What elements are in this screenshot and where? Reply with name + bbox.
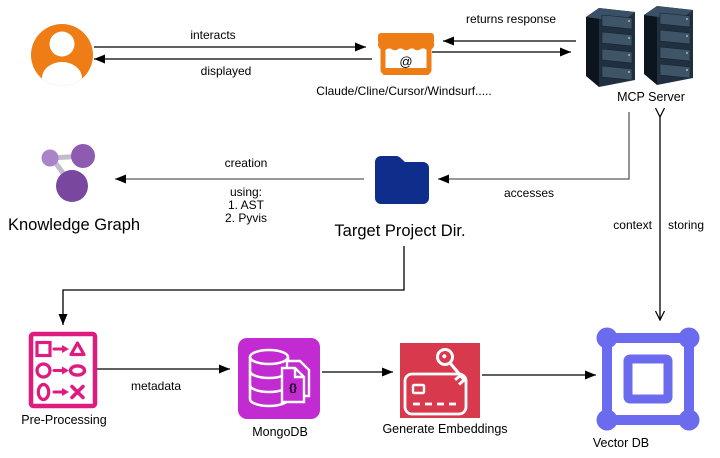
edge-creation-note-line3: 2. Pyvis [225,211,267,225]
edge-accesses-label: accesses [504,186,554,200]
mongodb-label: MongoDB [252,425,308,439]
target-project-dir-label: Target Project Dir. [334,222,465,240]
vector-db-label: Vector DB [593,436,649,450]
server-rack-icon [586,6,693,87]
x-glyph [70,384,85,400]
arrow-glyph [62,345,69,353]
at-sign-glyph: @ [399,54,412,69]
generate-embeddings-label: Generate Embeddings [382,422,507,436]
oval-glyph [36,382,51,402]
arrow-glyph [62,366,69,375]
server-tower-2 [644,6,693,85]
ellipse-glyph [68,364,87,377]
triangle-glyph [69,341,86,357]
card-chip [411,383,426,395]
user-shoulders [42,62,82,86]
graph-node-large [56,170,88,202]
edge-creation-label: creation [225,156,268,170]
arrow-glyph [62,388,69,396]
ai-clients-label: Claude/Cline/Cursor/Windsurf..... [316,84,491,98]
circle-glyph [35,362,52,379]
edge-accesses-arrow [438,112,630,184]
graph-node-small [41,149,59,167]
knowledge-graph-label: Knowledge Graph [8,216,140,234]
mcp-server-label: MCP Server [617,90,685,104]
card-key-icon [400,343,480,418]
graph-node-medium [71,144,95,168]
edge-creation-note-line2: 1. AST [228,198,265,212]
edge-metadata-label: metadata [131,379,181,393]
framed-square-icon [596,327,700,431]
key-glyph [436,348,467,386]
edge-dir-to-preprocessing-arrow [58,246,405,325]
graph-nodes-icon [41,144,95,202]
edge-creation-note-line1: using: [230,185,262,199]
edge-returns-response-label: returns response [466,12,556,26]
braces-glyph: {} [289,383,297,394]
user-icon [31,24,93,86]
edge-displayed-label: displayed [201,64,252,78]
storefront-icon: @ [378,33,435,75]
database-document-icon: {} [238,338,320,419]
credit-card [403,372,468,416]
edge-context-storing-label-right: storing [668,218,704,232]
edge-context-storing-label-left: context [613,218,652,232]
folder-icon [375,155,429,204]
awning-scallops [378,38,435,51]
server-tower-1 [586,8,635,87]
edge-interacts-label: interacts [190,28,235,42]
square-glyph [35,340,52,358]
user-head [49,31,75,57]
pre-processing-label: Pre-Processing [21,413,106,427]
shape-transform-icon [28,331,98,409]
